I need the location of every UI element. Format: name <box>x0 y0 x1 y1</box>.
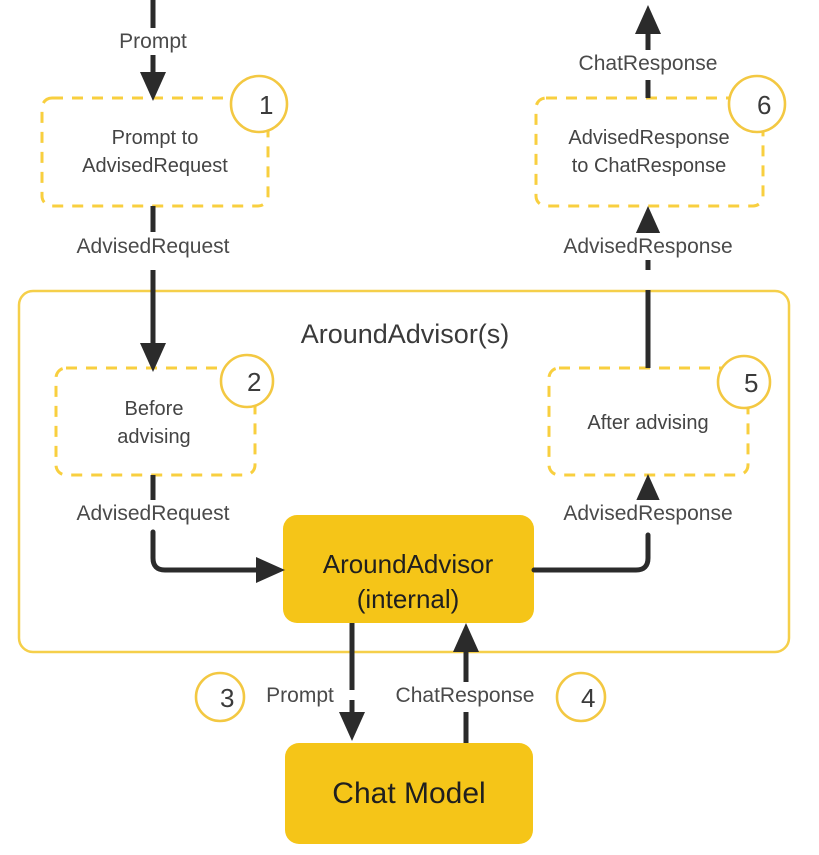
arrow-head-advised-request-1 <box>140 343 166 372</box>
step-5-badge-circle <box>716 354 772 410</box>
arrow-head-into-around-advisor <box>256 557 285 583</box>
edge-label-prompt-to-model: Prompt <box>262 682 338 709</box>
group-title-around-advisors: AroundAdvisor(s) <box>300 319 510 349</box>
arrow-head-chat-response-out <box>635 5 661 34</box>
edge-advised-response-1-curve <box>531 532 651 573</box>
step-2-label-line2: advising <box>117 426 191 448</box>
chat-model-node <box>285 743 533 844</box>
around-advisors-group-border <box>17 289 791 654</box>
around-advisor-internal-node <box>283 515 534 623</box>
step-6-dashed-box <box>534 96 765 208</box>
step-6-label-line2: to ChatResponse <box>571 155 727 177</box>
arrow-head-prompt-in <box>140 72 166 101</box>
step-6-label-line1: AdvisedResponse <box>568 127 730 149</box>
step-5-label-line1: After advising <box>587 412 709 434</box>
arrow-head-advised-response-into-step6 <box>635 206 661 235</box>
edge-advised-request-2-curve <box>150 529 265 573</box>
arrow-head-advised-response-into-step5 <box>635 474 661 503</box>
step-4-badge-circle <box>555 671 607 723</box>
around-advisor-internal-label-line1: AroundAdvisor <box>322 549 494 579</box>
edge-label-advised-response-2: AdvisedResponse <box>559 233 737 260</box>
edge-label-prompt-in: Prompt <box>115 28 191 55</box>
edge-label-advised-response-1: AdvisedResponse <box>559 500 737 527</box>
step-1-label-line1: Prompt to <box>111 127 199 149</box>
arrow-head-prompt-to-model <box>339 712 365 741</box>
edge-label-advised-request-2: AdvisedRequest <box>72 500 234 527</box>
step-3-badge-circle <box>194 671 246 723</box>
step-6-badge-circle <box>727 74 787 134</box>
step-1-label-line2: AdvisedRequest <box>82 155 228 177</box>
edge-label-chat-response-out: ChatResponse <box>574 50 722 77</box>
arrow-head-chat-response-to-advisor <box>453 623 479 652</box>
edge-label-chat-response-from-model: ChatResponse <box>391 682 539 709</box>
step-1-badge-circle <box>229 74 289 134</box>
edge-label-advised-request-1: AdvisedRequest <box>72 233 234 260</box>
step-2-badge-circle <box>219 353 275 409</box>
step-2-label-line1: Before <box>124 398 184 420</box>
around-advisor-internal-label-line2: (internal) <box>356 584 460 614</box>
chat-model-label: Chat Model <box>332 777 486 810</box>
